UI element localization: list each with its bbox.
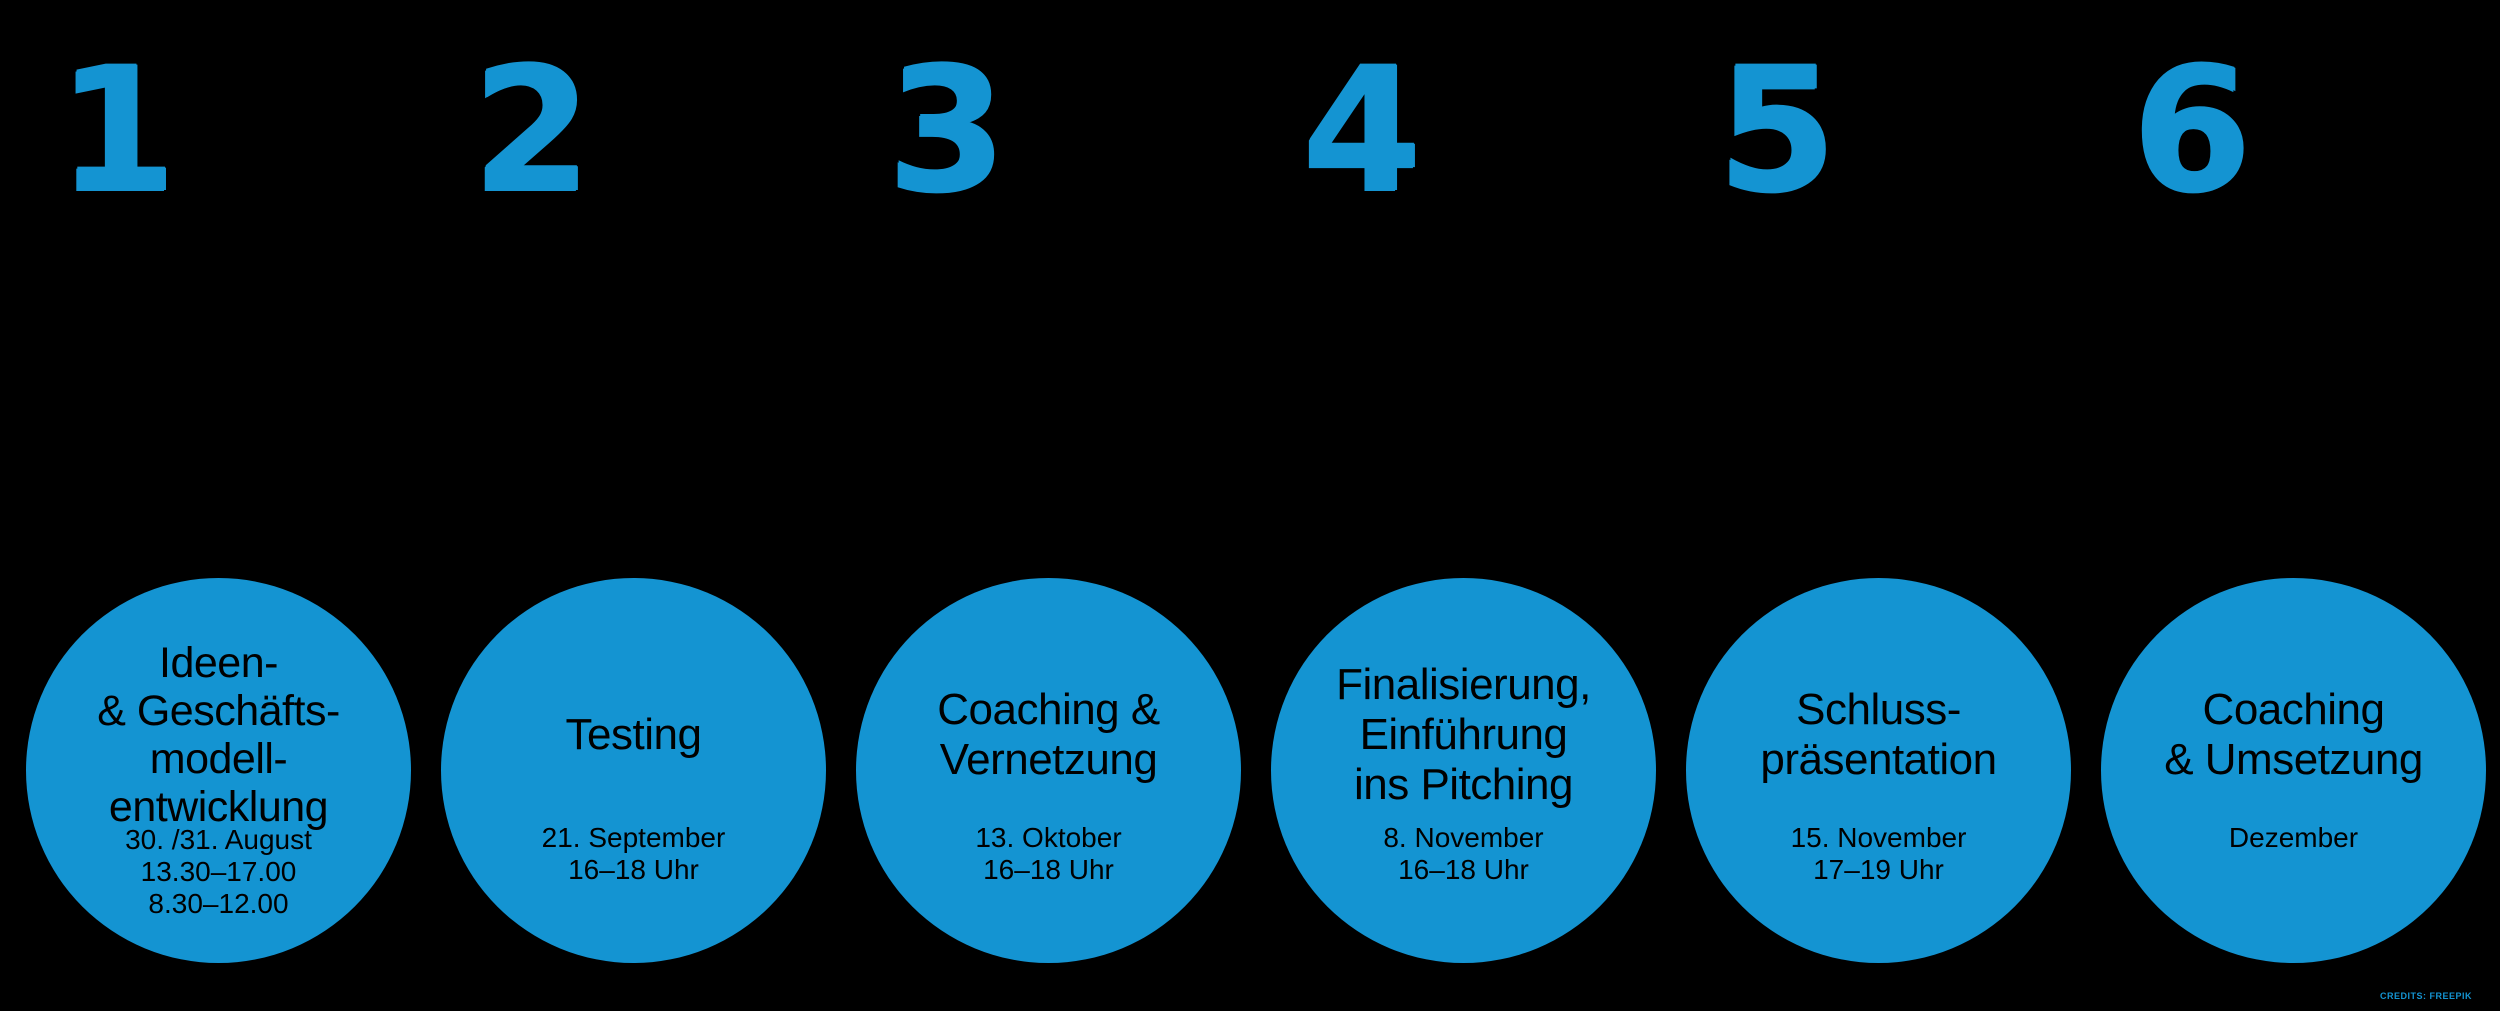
step-number: 4 [1302,29,1422,230]
step-circle: Schluss- präsentation 15. November 17–19… [1686,578,2071,963]
step-circle: Testing 21. September 16–18 Uhr [441,578,826,963]
step-number: 3 [887,29,1007,230]
step-circle: Coaching & Umsetzung Dezember [2101,578,2486,963]
timeline-step-6: 6 Coaching & Umsetzung Dezember [2101,0,2486,1011]
step-schedule: 21. September 16–18 Uhr [541,822,726,885]
step-number: 2 [472,29,592,230]
timeline-step-1: 1 Ideen- & Geschäfts- modell- entwicklun… [26,0,411,1011]
timeline-step-3: 3 Coaching & Vernetzung 13. Oktober 16–1… [856,0,1241,1011]
step-schedule: 8. November 16–18 Uhr [1383,822,1544,885]
step-circle: Coaching & Vernetzung 13. Oktober 16–18 … [856,578,1241,963]
step-title: Coaching & Vernetzung [937,685,1160,784]
step-title: Schluss- präsentation [1760,685,1997,784]
step-title: Finalisierung, Einführung ins Pitching [1336,660,1591,809]
step-circle: Ideen- & Geschäfts- modell- entwicklung … [26,578,411,963]
step-title: Ideen- & Geschäfts- modell- entwicklung [97,639,340,831]
step-circle: Finalisierung, Einführung ins Pitching 8… [1271,578,1656,963]
step-schedule: 30. /31. August 13.30–17.00 8.30–12.00 [125,824,312,919]
step-schedule: Dezember [2228,822,2359,853]
credits-label: CREDITS: FREEPIK [2379,991,2472,1001]
step-title: Testing [565,710,702,759]
timeline-step-5: 5 Schluss- präsentation 15. November 17–… [1686,0,2071,1011]
step-number: 5 [1717,29,1837,230]
step-title: Coaching & Umsetzung [2164,685,2423,784]
timeline-step-4: 4 Finalisierung, Einführung ins Pitching… [1271,0,1656,1011]
timeline-step-2: 2 Testing 21. September 16–18 Uhr [441,0,826,1011]
step-number: 6 [2132,29,2252,230]
step-schedule: 13. Oktober 16–18 Uhr [975,822,1122,885]
step-number: 1 [57,29,177,230]
step-schedule: 15. November 17–19 Uhr [1790,822,1967,885]
